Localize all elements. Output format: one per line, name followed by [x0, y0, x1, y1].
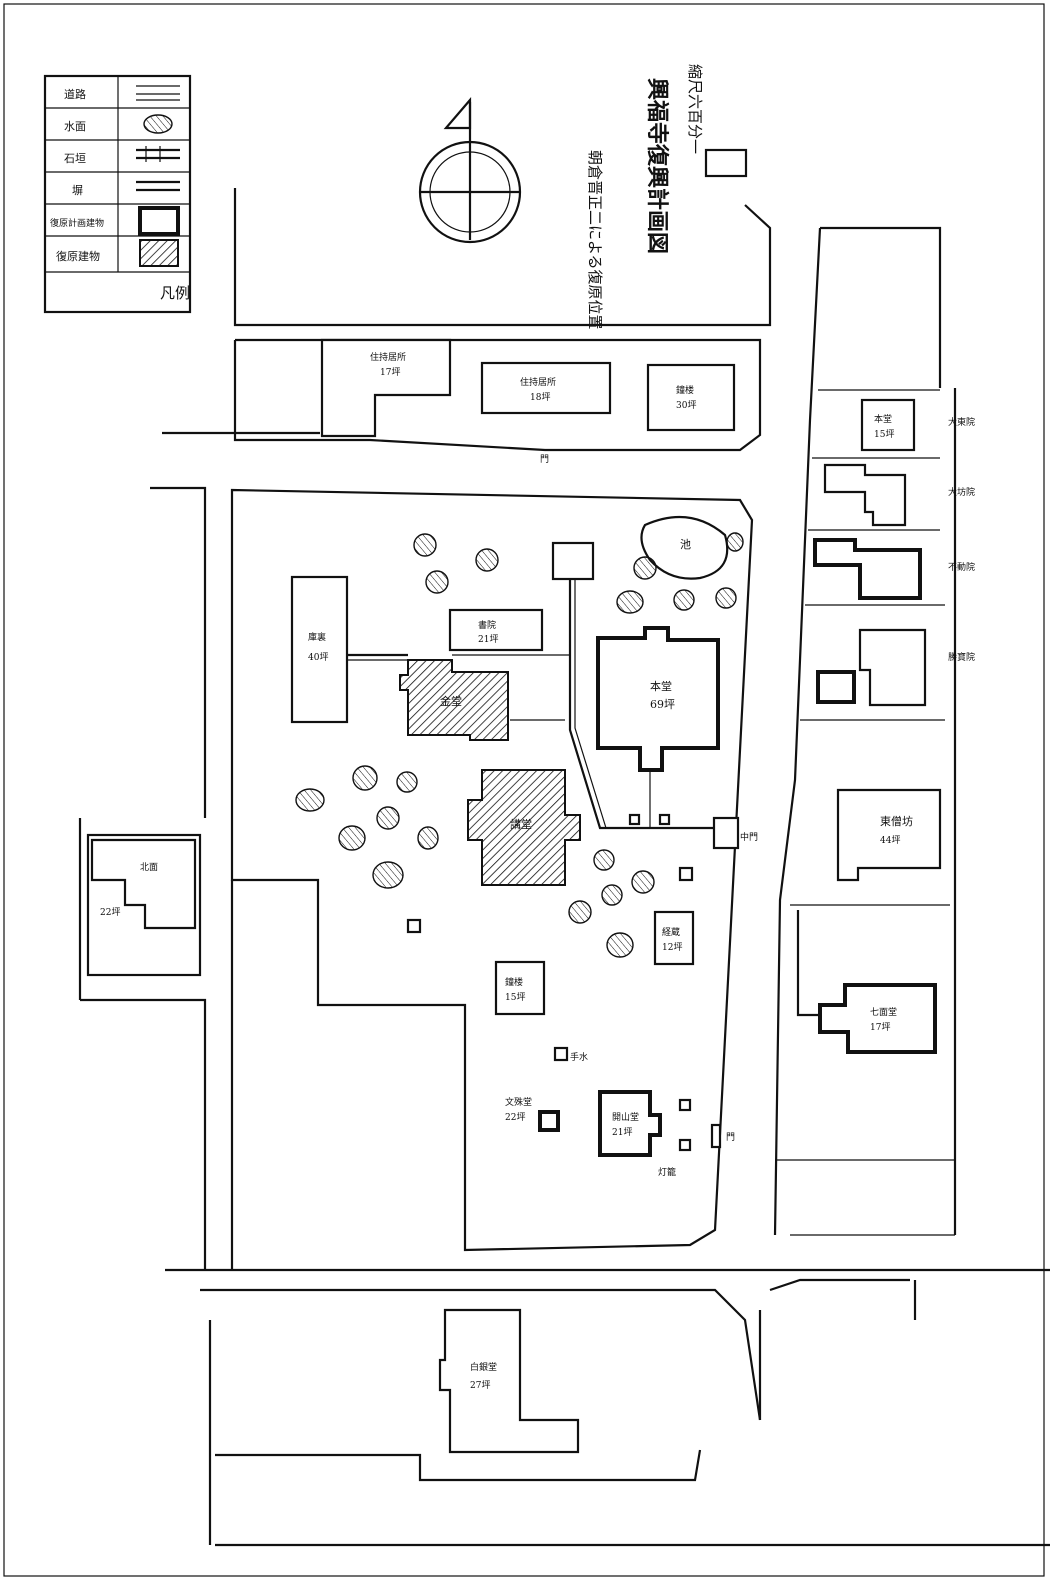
monjudo-marker — [538, 1110, 560, 1132]
hondo-label: 本堂 — [650, 679, 672, 693]
sub4-label: 不動院 — [948, 561, 975, 573]
kuri-size: 40坪 — [308, 652, 328, 663]
legend-thick-symbol — [138, 206, 180, 236]
pond — [640, 515, 729, 580]
north-c-size: 30坪 — [676, 400, 696, 411]
north-gate-label: 門 — [540, 454, 549, 465]
compass-icon — [418, 97, 522, 244]
main-gate-label: 門 — [726, 1132, 735, 1143]
west-size: 22坪 — [100, 907, 120, 918]
map-subtitle: 朝倉晋正二による復原位置 — [586, 150, 604, 330]
legend-item-2: 復原計画建物 — [50, 217, 104, 229]
north-compound: 住持居所 17坪 住持居所 18坪 鐘楼 30坪 門 — [233, 338, 762, 465]
shoin-building — [448, 608, 544, 652]
kyozo-small-building — [551, 541, 595, 581]
south-compound: 白銀堂 27坪 — [215, 1308, 702, 1482]
north-b-label: 住持居所 — [520, 376, 556, 388]
south-label: 白銀堂 — [470, 1361, 497, 1373]
legend-item-6: 道路 — [64, 87, 86, 101]
sub3-building — [813, 538, 922, 600]
lantern-marker — [553, 1046, 569, 1062]
west-compound: 北面 22坪 — [86, 833, 202, 977]
south-size: 27坪 — [470, 1380, 490, 1391]
title-key-box — [704, 148, 748, 178]
kyozo-building — [653, 910, 695, 966]
north-a-size: 17坪 — [380, 367, 400, 378]
map-title: 興福寺復興計画図 — [644, 78, 670, 254]
south-building — [438, 1308, 580, 1454]
legend: 凡例 復原建物 復原計画建物 塀 石垣 水面 道路 — [43, 74, 192, 314]
shoin-size: 21坪 — [478, 634, 498, 645]
west-label: 北面 — [140, 862, 158, 873]
title-block: 興福寺復興計画図 縮尺六百分一 朝倉晋正二による復原位置 — [586, 64, 748, 330]
legend-item-4: 石垣 — [64, 152, 86, 165]
kyozo-label: 経蔵 — [662, 926, 680, 938]
kondo-label: 金堂 — [440, 694, 462, 708]
north-a-label: 住持居所 — [370, 351, 406, 363]
legend-pond-symbol — [143, 114, 173, 134]
sub2-building — [823, 463, 907, 527]
monjudo-label: 文殊堂 — [505, 1096, 532, 1108]
north-c-label: 鐘楼 — [676, 384, 694, 396]
shoro-size: 15坪 — [505, 992, 525, 1003]
west-building — [90, 838, 197, 930]
kondo-building — [399, 659, 509, 741]
main-compound: 池 庫裏 40坪 書院 21坪 本堂 69坪 金堂 講堂 中門 — [230, 488, 758, 1270]
kodo-building — [467, 769, 581, 886]
legend-item-3: 塀 — [72, 184, 83, 197]
higashi-sobo-size: 44坪 — [880, 835, 900, 846]
sub2-label: 大東院 — [948, 416, 975, 428]
main-gate-marker — [710, 1123, 722, 1149]
kaisando-size: 21坪 — [612, 1127, 632, 1138]
page-border — [3, 3, 1045, 1577]
road-lines — [78, 188, 1050, 1547]
well-label: 手水 — [570, 1051, 588, 1063]
kuri-building — [290, 575, 349, 724]
toro-label: 灯籠 — [658, 1166, 676, 1178]
shichimen-building — [818, 983, 937, 1054]
kyozo-size: 12坪 — [662, 942, 682, 953]
legend-item-5: 水面 — [64, 120, 86, 133]
shoin-label: 書院 — [478, 619, 496, 631]
shichimen-label: 七面堂 — [870, 1006, 897, 1018]
pond-label: 池 — [680, 538, 691, 551]
sub1-size: 15坪 — [874, 429, 894, 440]
shoro-building — [494, 960, 546, 1016]
hondo-size: 69坪 — [650, 698, 675, 711]
sub4-building — [858, 628, 927, 707]
kaisando-label: 開山堂 — [612, 1111, 639, 1123]
shichimen-size: 17坪 — [870, 1022, 890, 1033]
east-strip: 本堂 15坪 大東院 大坊院 不動院 勝寶院 東僧坊 44坪 七面堂 17坪 — [775, 389, 975, 1161]
lantern-marker — [678, 1098, 692, 1112]
tree-cluster — [295, 532, 744, 958]
higashi-sobo-building — [836, 788, 942, 882]
sub1-label: 本堂 — [874, 413, 892, 425]
map-scale-note: 縮尺六百分一 — [686, 64, 704, 154]
sub3-label: 大坊院 — [948, 486, 975, 498]
hondo-building — [596, 626, 720, 772]
higashi-sobo-label: 東僧坊 — [880, 814, 913, 828]
legend-hatched-symbol — [139, 239, 179, 267]
lantern-marker — [658, 813, 671, 826]
lantern-marker — [406, 918, 422, 934]
lantern-marker — [678, 1138, 692, 1152]
chumon-label: 中門 — [740, 831, 758, 843]
chumon-gate — [712, 816, 740, 850]
kaisando-building — [598, 1090, 662, 1157]
north-b-size: 18坪 — [530, 392, 550, 403]
monjudo-size: 22坪 — [505, 1112, 525, 1123]
sub1-building — [860, 398, 916, 452]
sub4-annex — [816, 670, 856, 704]
sub5-label: 勝寶院 — [948, 651, 975, 663]
kuri-label: 庫裏 — [308, 631, 326, 643]
north-building-b — [480, 361, 612, 415]
lantern-marker — [678, 866, 694, 882]
north-building-c — [646, 363, 736, 432]
lantern-marker — [628, 813, 641, 826]
legend-header: 凡例 — [160, 284, 190, 302]
shoro-label: 鐘楼 — [505, 976, 523, 988]
kodo-label: 講堂 — [510, 817, 532, 831]
legend-item-1: 復原建物 — [56, 249, 100, 263]
